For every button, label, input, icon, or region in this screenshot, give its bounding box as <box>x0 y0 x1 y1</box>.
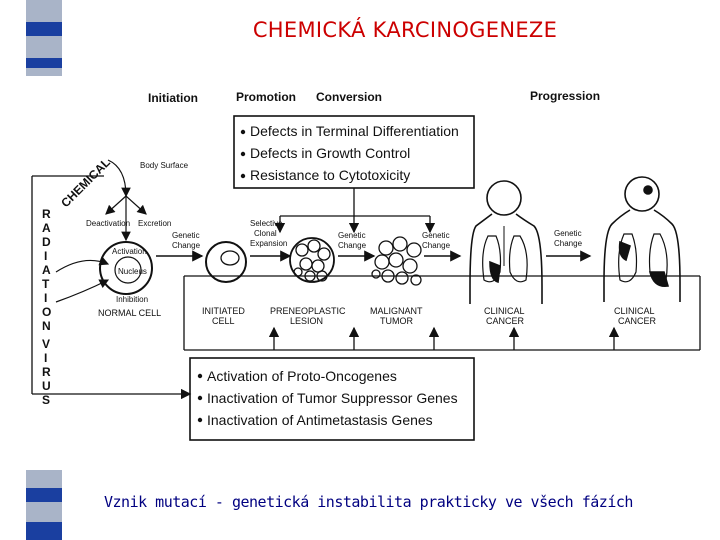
chemical-label: CHEMICAL <box>58 155 113 210</box>
genetic-change-4-line2: Change <box>554 239 583 248</box>
genetic-change-2-line2: Change <box>338 241 367 250</box>
top-box-item-3: Resistance to Cytotoxicity <box>250 167 410 183</box>
svg-text:N: N <box>42 319 51 333</box>
svg-text:I: I <box>44 351 47 365</box>
malignant-tumor-icon <box>371 236 422 286</box>
svg-text:U: U <box>42 379 51 393</box>
clinical-cancer-2-label-1: CLINICAL <box>614 306 655 316</box>
diagram-svg: Initiation Promotion Conversion Progress… <box>31 89 701 441</box>
radiation-letters: R A D I A T I O N <box>42 207 51 333</box>
phase-initiation: Initiation <box>148 91 198 105</box>
top-box-item-1: Defects in Terminal Differentiation <box>250 123 459 139</box>
malignant-label-1: MALIGNANT <box>370 306 423 316</box>
phase-conversion: Conversion <box>316 90 382 104</box>
genetic-change-1-line1: Genetic <box>172 231 200 240</box>
initiated-cell-label-2: CELL <box>212 316 235 326</box>
nucleus-label: Nucleus <box>118 267 147 276</box>
clinical-cancer-1-label-1: CLINICAL <box>484 306 525 316</box>
normal-cell-label: NORMAL CELL <box>98 308 161 318</box>
clinical-cancer-2-label-2: CANCER <box>618 316 657 326</box>
malignant-label-2: TUMOR <box>380 316 413 326</box>
genetic-change-4-line1: Genetic <box>554 229 582 238</box>
svg-text:I: I <box>44 291 47 305</box>
body-surface-label: Body Surface <box>140 161 189 170</box>
slide-title: CHEMICKÁ KARCINOGENEZE <box>252 18 558 42</box>
excretion-label: Excretion <box>138 219 171 228</box>
initiated-cell-label-1: INITIATED <box>202 306 245 316</box>
clinical-cancer-1-label-2: CANCER <box>486 316 525 326</box>
preneoplastic-label-1: PRENEOPLASTIC <box>270 306 346 316</box>
genetic-change-1-line2: Change <box>172 241 201 250</box>
genetic-change-3-line2: Change <box>422 241 451 250</box>
svg-text:O: O <box>42 305 51 319</box>
svg-text:I: I <box>44 249 47 263</box>
inhibition-label: Inhibition <box>116 295 148 304</box>
carcinogenesis-diagram: Initiation Promotion Conversion Progress… <box>14 76 714 470</box>
deactivation-label: Deactivation <box>86 219 130 228</box>
bottom-box-item-3: Inactivation of Antimetastasis Genes <box>207 412 433 428</box>
svg-text:A: A <box>42 221 51 235</box>
clinical-cancer-2-icon <box>603 176 681 302</box>
genetic-change-2-line1: Genetic <box>338 231 366 240</box>
virus-letters: V I R U S <box>42 337 51 407</box>
svg-text:R: R <box>42 207 51 221</box>
svg-text:D: D <box>42 235 51 249</box>
phase-promotion: Promotion <box>236 90 296 104</box>
svg-text:V: V <box>42 337 50 351</box>
genetic-change-3-line1: Genetic <box>422 231 450 240</box>
bottom-box-item-1: Activation of Proto-Oncogenes <box>207 368 397 384</box>
slide-caption: Vznik mutací - genetická instabilita pra… <box>104 493 633 511</box>
top-box-item-2: Defects in Growth Control <box>250 145 410 161</box>
bottom-box-item-2: Inactivation of Tumor Suppressor Genes <box>207 390 458 406</box>
clinical-cancer-1-icon <box>469 180 543 304</box>
expansion-label: Expansion <box>250 239 287 248</box>
clonal-label: Clonal <box>254 229 277 238</box>
svg-text:T: T <box>42 277 50 291</box>
preneoplastic-label-2: LESION <box>290 316 323 326</box>
normal-cell-icon <box>99 241 153 295</box>
svg-text:R: R <box>42 365 51 379</box>
selective-label: Selective <box>250 219 283 228</box>
phase-progression: Progression <box>530 89 600 103</box>
svg-text:S: S <box>42 393 50 407</box>
activation-label: Activation <box>112 247 147 256</box>
initiated-cell-icon <box>205 241 247 283</box>
svg-text:A: A <box>42 263 51 277</box>
side-decoration-strip <box>0 0 70 540</box>
